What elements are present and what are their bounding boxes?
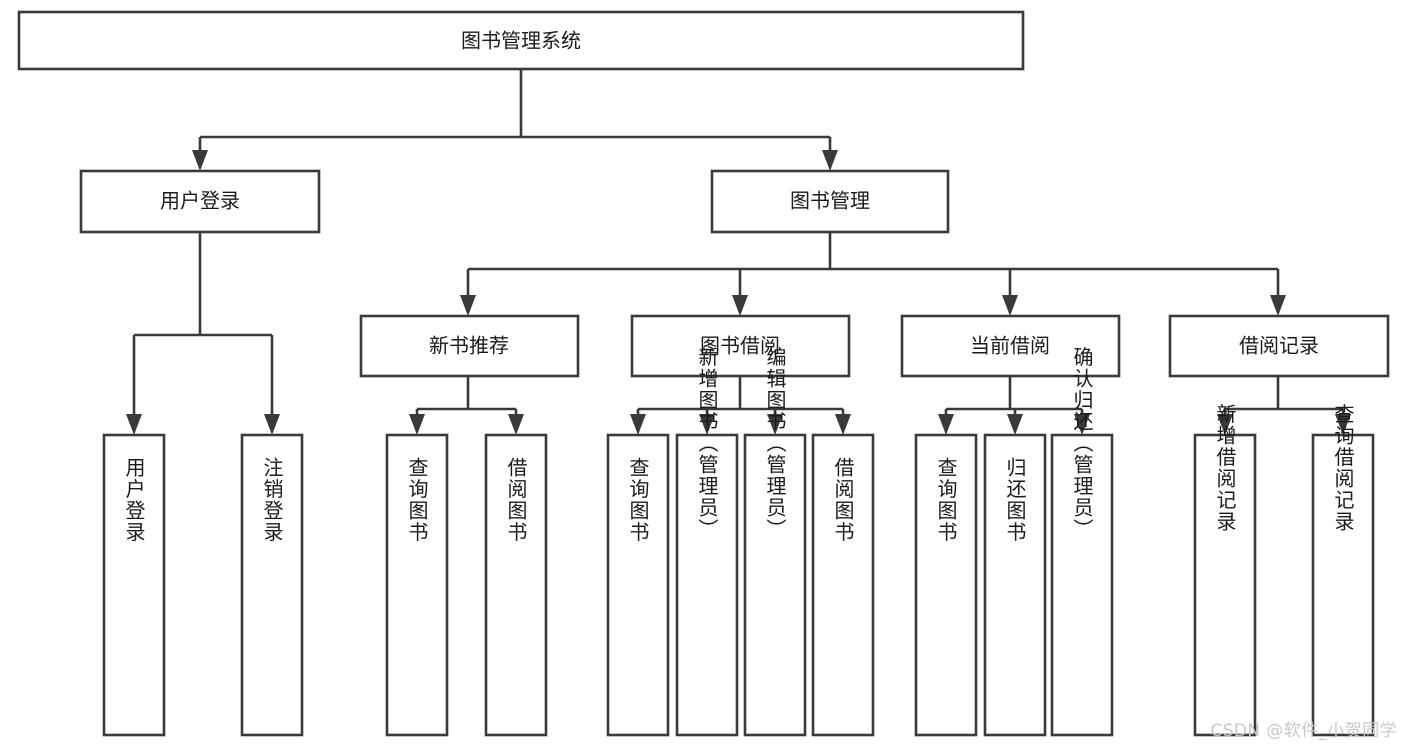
leaf-query-book-3[interactable]: 查询图书 — [914, 433, 978, 737]
leaf-query-book-2-label: 查询图书 — [626, 457, 650, 543]
leaf-query-book-3-label: 查询图书 — [934, 457, 958, 543]
leaf-user-login-label: 用户登录 — [122, 457, 146, 543]
leaf-query-book-2[interactable]: 查询图书 — [606, 433, 670, 737]
leaf-query-book-1[interactable]: 查询图书 — [385, 433, 449, 737]
leaf-add-book[interactable]: 新增图书（管理员） — [675, 346, 739, 737]
leaf-borrow-book-2-box[interactable] — [811, 433, 875, 737]
node-current-borrow-label: 当前借阅 — [970, 334, 1050, 358]
leaf-user-login-box[interactable] — [102, 433, 166, 737]
arrow-head-user-login — [192, 150, 208, 171]
node-book-borrow[interactable]: 图书借阅 — [630, 314, 851, 378]
arrow-head-leaf-return-book — [1007, 414, 1023, 435]
leaf-borrow-book-2-label: 借阅图书 — [831, 457, 855, 543]
arrow-head-leaf-borrow-book-1 — [508, 414, 524, 435]
leaf-query-book-3-box[interactable] — [914, 433, 978, 737]
leaf-borrow-book-2[interactable]: 借阅图书 — [811, 433, 875, 737]
leaf-add-book-label: 新增图书（管理员） — [695, 346, 719, 540]
leaf-edit-book-label: 编辑图书（管理员） — [763, 346, 787, 540]
leaf-edit-book-box[interactable] — [743, 433, 807, 737]
leaf-query-book-1-box[interactable] — [385, 433, 449, 737]
arrow-head-leaf-query-record — [1335, 414, 1351, 435]
csdn-watermark: CSDN @软件_小贺同学 — [1210, 721, 1397, 741]
leaf-query-record-box[interactable] — [1311, 433, 1375, 737]
node-user-login-box[interactable] — [79, 169, 321, 234]
arrow-head-leaf-user-logout — [264, 414, 280, 435]
leaf-borrow-book-1-box[interactable] — [484, 433, 548, 737]
leaf-add-record-label: 新增借阅记录 — [1213, 403, 1237, 532]
leaf-query-record[interactable]: 查询借阅记录 — [1311, 403, 1375, 737]
leaf-confirm-return-label: 确认归还（管理员） — [1070, 346, 1094, 540]
node-root[interactable]: 图书管理系统 — [17, 10, 1025, 71]
leaf-query-book-2-box[interactable] — [606, 433, 670, 737]
arrow-head-borrow-record — [1270, 295, 1286, 316]
leaf-user-logout-box[interactable] — [240, 433, 304, 737]
arrow-head-leaf-user-login — [126, 414, 142, 435]
leaf-return-book-box[interactable] — [983, 433, 1047, 737]
leaf-add-record-box[interactable] — [1193, 433, 1257, 737]
arrow-head-leaf-borrow-book-2 — [835, 414, 851, 435]
node-current-borrow-box[interactable] — [900, 314, 1121, 378]
node-current-borrow[interactable]: 当前借阅 — [900, 314, 1121, 378]
leaf-borrow-book-1-label: 借阅图书 — [504, 457, 528, 543]
node-user-login[interactable]: 用户登录 — [79, 169, 321, 234]
leaf-return-book-label: 归还图书 — [1003, 457, 1027, 543]
node-borrow-record-box[interactable] — [1168, 314, 1390, 378]
node-new-book-recommend-box[interactable] — [359, 314, 580, 378]
arrow-head-leaf-add-book — [699, 414, 715, 435]
leaf-user-logout-label: 注销登录 — [260, 457, 284, 543]
leaf-borrow-book-1[interactable]: 借阅图书 — [484, 433, 548, 737]
arrow-head-book-borrow — [732, 295, 748, 316]
arrow-head-new-book-recommend — [460, 295, 476, 316]
leaf-confirm-return-box[interactable] — [1050, 433, 1114, 737]
node-book-manage-box[interactable] — [710, 169, 950, 234]
arrow-head-leaf-query-book-2 — [630, 414, 646, 435]
leaf-add-record[interactable]: 新增借阅记录 — [1193, 403, 1257, 737]
node-user-login-label: 用户登录 — [160, 189, 240, 213]
node-root-box[interactable] — [17, 10, 1025, 71]
connector-layer — [126, 69, 1351, 435]
node-borrow-record[interactable]: 借阅记录 — [1168, 314, 1390, 378]
leaf-query-book-1-label: 查询图书 — [405, 457, 429, 543]
arrow-head-leaf-add-record — [1217, 414, 1233, 435]
node-new-book-recommend-label: 新书推荐 — [429, 334, 509, 358]
arrow-head-book-manage — [822, 150, 838, 171]
leaf-query-record-label: 查询借阅记录 — [1331, 403, 1355, 532]
node-book-manage-label: 图书管理 — [790, 189, 870, 213]
node-root-label: 图书管理系统 — [461, 29, 581, 53]
leaf-add-book-box[interactable] — [675, 433, 739, 737]
leaf-user-login[interactable]: 用户登录 — [102, 433, 166, 737]
arrow-head-leaf-edit-book — [767, 414, 783, 435]
arrow-head-leaf-query-book-1 — [409, 414, 425, 435]
arrow-head-leaf-query-book-3 — [938, 414, 954, 435]
node-borrow-record-label: 借阅记录 — [1239, 334, 1319, 358]
node-new-book-recommend[interactable]: 新书推荐 — [359, 314, 580, 378]
leaf-confirm-return[interactable]: 确认归还（管理员） — [1050, 346, 1114, 737]
leaf-user-logout[interactable]: 注销登录 — [240, 433, 304, 737]
leaf-edit-book[interactable]: 编辑图书（管理员） — [743, 346, 807, 737]
node-book-manage[interactable]: 图书管理 — [710, 169, 950, 234]
node-book-borrow-label: 图书借阅 — [700, 334, 780, 358]
node-book-borrow-box[interactable] — [630, 314, 851, 378]
arrow-head-current-borrow — [1002, 295, 1018, 316]
arrow-head-leaf-confirm-return — [1074, 414, 1090, 435]
leaf-return-book[interactable]: 归还图书 — [983, 433, 1047, 737]
